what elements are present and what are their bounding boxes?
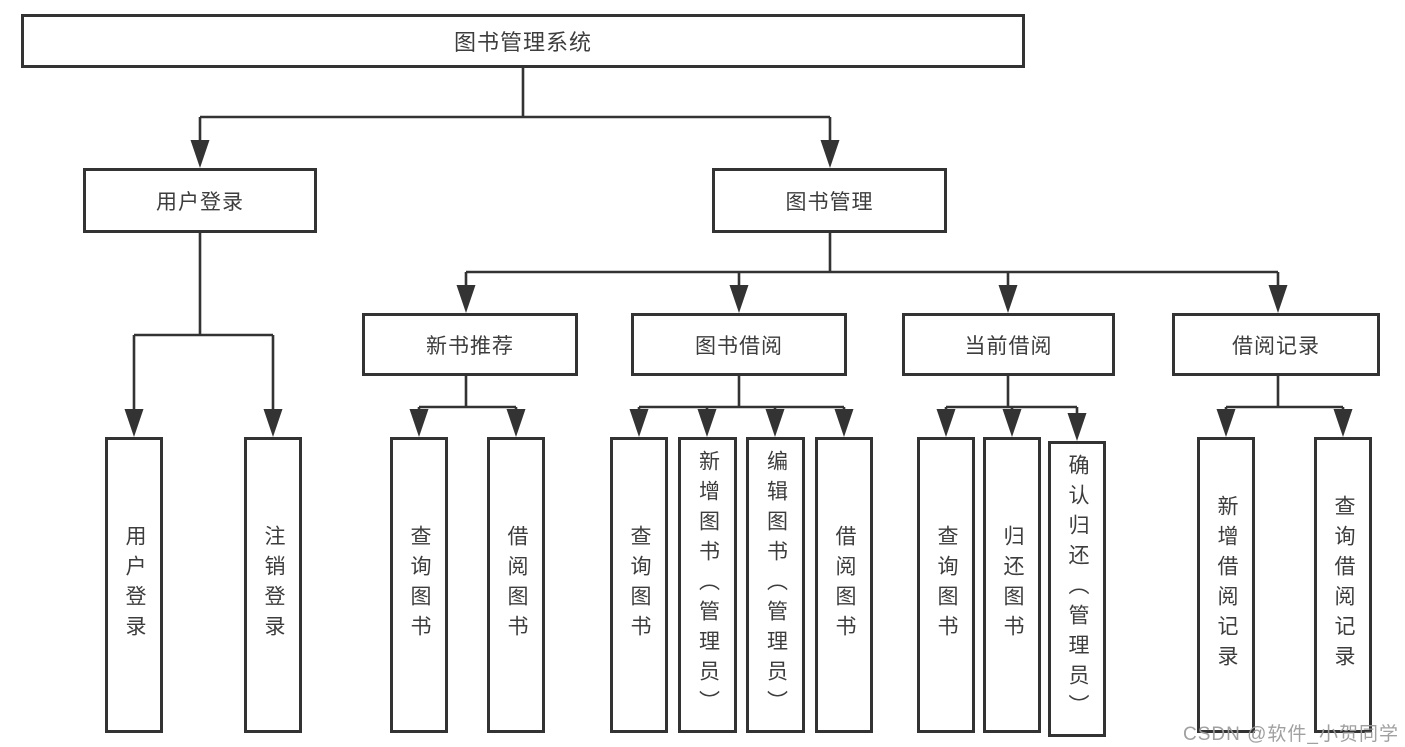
node-user-login: 用户登录 (83, 168, 317, 233)
leaf-return-books: 归还图书 (983, 437, 1041, 733)
leaf-edit-books-admin: 编辑图书（管理员） (746, 437, 805, 733)
leaf-logout: 注销登录 (244, 437, 302, 733)
leaf-add-books-admin: 新增图书（管理员） (678, 437, 737, 733)
leaf-user-login: 用户登录 (105, 437, 163, 733)
connector-stems (132, 68, 1345, 423)
leaf-borrow-books-recommend: 借阅图书 (487, 437, 545, 733)
node-borrowing-records: 借阅记录 (1172, 313, 1380, 376)
arrowheads (124, 140, 1353, 441)
node-book-management: 图书管理 (712, 168, 947, 233)
csdn-watermark: CSDN @软件_小贺同学 (1183, 724, 1399, 745)
leaf-add-borrow-record: 新增借阅记录 (1197, 437, 1255, 733)
leaf-query-borrow-record: 查询借阅记录 (1314, 437, 1372, 733)
leaf-query-books-borrowing: 查询图书 (610, 437, 668, 733)
node-new-book-recommendation: 新书推荐 (362, 313, 578, 376)
node-root: 图书管理系统 (21, 14, 1025, 68)
node-book-borrowing: 图书借阅 (631, 313, 847, 376)
node-current-borrowing: 当前借阅 (902, 313, 1115, 376)
leaf-query-books-current: 查询图书 (917, 437, 975, 733)
leaf-query-books-recommend: 查询图书 (390, 437, 448, 733)
leaf-confirm-return-admin: 确认归还（管理员） (1048, 441, 1106, 737)
leaf-borrow-books-borrowing: 借阅图书 (815, 437, 873, 733)
